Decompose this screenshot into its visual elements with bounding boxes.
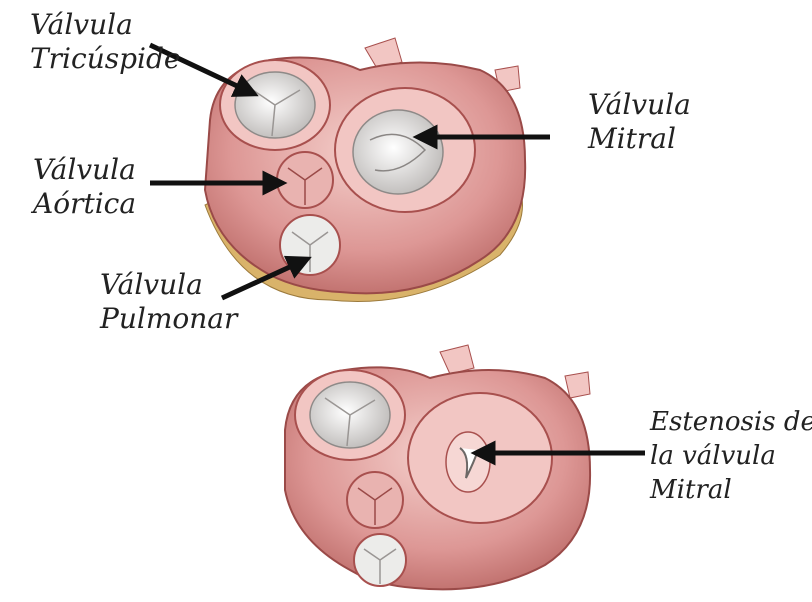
label-mitral-valve: Válvula Mitral: [588, 88, 691, 156]
vessel-stub: [440, 345, 474, 374]
label-line: Estenosis de: [650, 405, 812, 439]
label-tricuspid-valve: Válvula Tricúspide: [30, 8, 180, 76]
label-line: Mitral: [650, 473, 812, 507]
label-pulmonary-valve: Válvula Pulmonar: [100, 268, 237, 336]
label-line: Tricúspide: [30, 42, 180, 76]
label-line: Pulmonar: [100, 302, 237, 336]
label-line: Válvula: [588, 88, 691, 122]
label-line: Válvula: [33, 153, 136, 187]
label-line: Aórtica: [33, 187, 136, 221]
label-aortic-valve: Válvula Aórtica: [33, 153, 136, 221]
mitral-valve: [353, 110, 443, 194]
heart-bottom: [285, 345, 590, 589]
label-mitral-stenosis: Estenosis de la válvula Mitral: [650, 405, 812, 507]
label-line: la válvula: [650, 439, 812, 473]
label-line: Válvula: [30, 8, 180, 42]
label-line: Mitral: [588, 122, 691, 156]
vessel-stub: [565, 372, 590, 398]
label-line: Válvula: [100, 268, 237, 302]
heart-top: [205, 38, 525, 302]
